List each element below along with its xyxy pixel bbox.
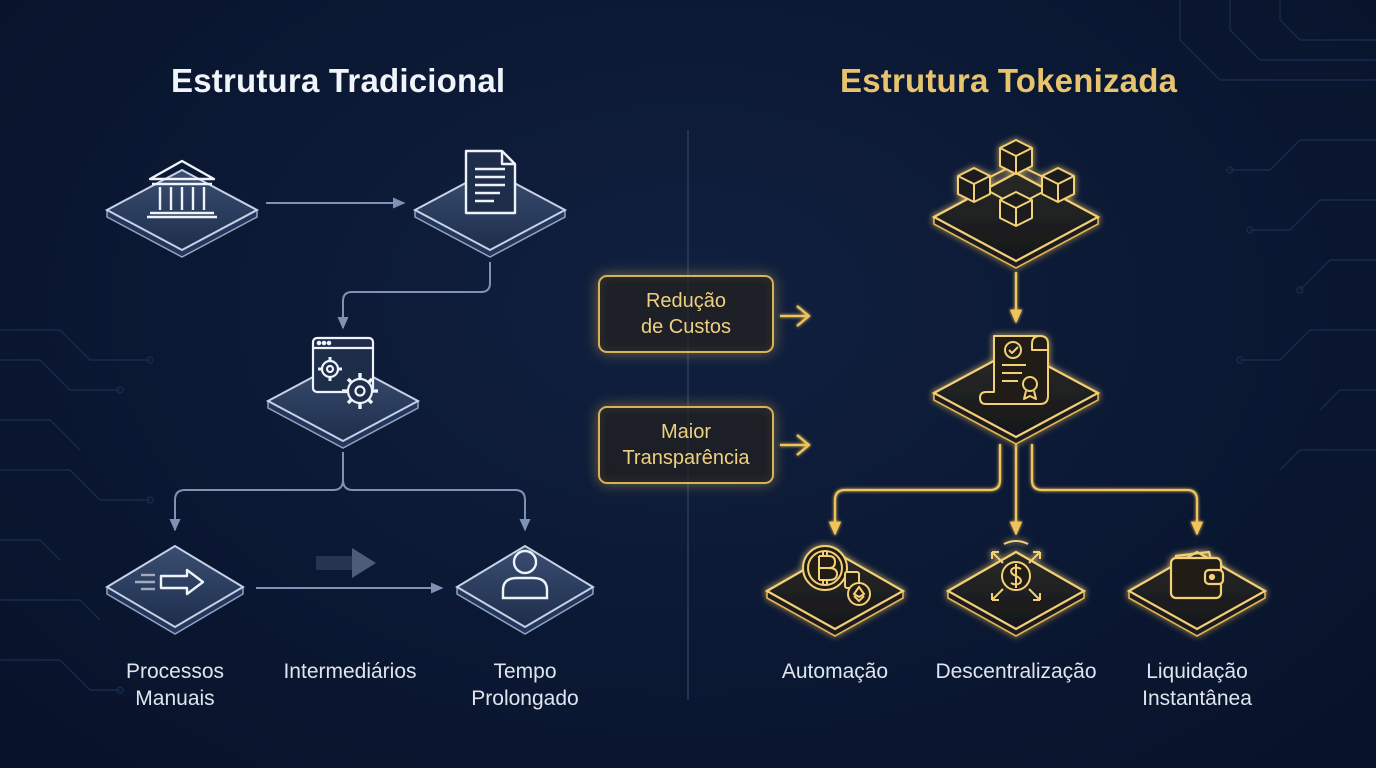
- bank-icon: [147, 159, 217, 219]
- wallet-icon: [1169, 550, 1225, 600]
- automation-node: [764, 545, 906, 637]
- automation-text: Automação: [781, 660, 889, 683]
- long-time-line2: Prolongado: [471, 687, 579, 710]
- blockchain-node: [931, 139, 1101, 269]
- manual-processes-line1: Processos: [125, 660, 225, 683]
- cost-reduction-line2: de Custos: [640, 316, 732, 338]
- tokenized-title: Estrutura Tokenizada: [840, 62, 1178, 99]
- document-icon: [464, 149, 517, 215]
- process-node: [265, 336, 421, 449]
- dollar-decentralized-icon: [991, 540, 1041, 601]
- motion-arrow: [316, 548, 376, 578]
- cost-reduction-box: Redução de Custos: [598, 275, 774, 353]
- transparency-line2: Transparência: [622, 447, 750, 469]
- cost-reduction-line1: Redução: [645, 290, 727, 312]
- blockchain-cubes-icon: [957, 139, 1075, 227]
- manual-processes-line2: Manuais: [135, 687, 215, 710]
- document-node: [412, 149, 568, 258]
- decentralization-label: Descentralização: [916, 658, 1116, 685]
- bank-node: [104, 159, 260, 258]
- circuit-background: [0, 0, 1376, 694]
- manual-processes-label: Processos Manuais: [75, 658, 275, 712]
- decentralization-node: [945, 540, 1087, 637]
- traditional-connectors: [169, 197, 531, 594]
- long-time-line1: Tempo: [493, 660, 557, 683]
- bitcoin-ethereum-coins-icon: [802, 545, 871, 606]
- intermediaries-text: Intermediários: [283, 660, 417, 683]
- gear-window-icon: [311, 336, 378, 409]
- intermediaries-label: Intermediários: [250, 658, 450, 685]
- smart-contract-node: [931, 335, 1101, 445]
- long-time-label: Tempo Prolongado: [425, 658, 625, 712]
- intermediary-node: [455, 544, 595, 635]
- manual-process-node: [105, 544, 245, 635]
- tokenized-connectors: [780, 272, 1204, 536]
- transparency-box: Maior Transparência: [598, 406, 774, 484]
- instant-settlement-line2: Instantânea: [1142, 687, 1252, 710]
- automation-label: Automação: [735, 658, 935, 685]
- instant-settlement-line1: Liquidação: [1146, 660, 1248, 683]
- decentralization-text: Descentralização: [935, 660, 1097, 683]
- arrow-right-icon: [135, 568, 205, 596]
- user-icon: [501, 549, 549, 600]
- transparency-line1: Maior: [660, 421, 711, 443]
- instant-settlement-label: Liquidação Instantânea: [1097, 658, 1297, 712]
- traditional-title: Estrutura Tradicional: [171, 62, 506, 99]
- smart-contract-scroll-icon: [979, 335, 1049, 405]
- settlement-node: [1126, 550, 1268, 637]
